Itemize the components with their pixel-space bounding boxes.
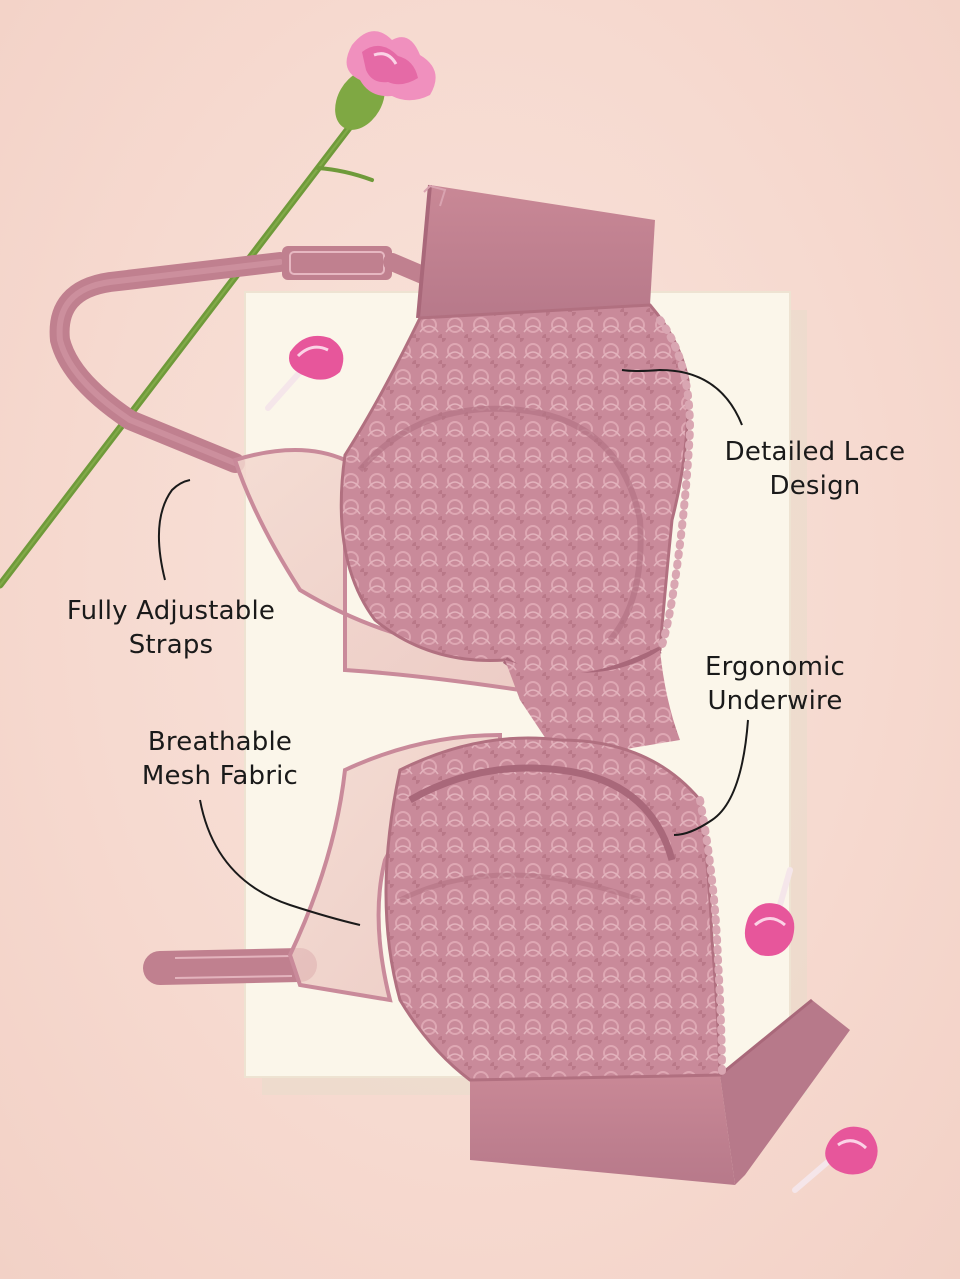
callout-breathable-mesh: Breathable Mesh Fabric bbox=[120, 725, 320, 793]
callout-underwire-line1: Ergonomic bbox=[704, 652, 846, 682]
petal-1 bbox=[265, 335, 344, 411]
callout-lace-line2: Design bbox=[769, 471, 861, 501]
lower-cup-lace bbox=[386, 738, 720, 1080]
callout-arrow-lace bbox=[621, 368, 743, 426]
callout-lace-line1: Detailed Lace bbox=[724, 437, 906, 467]
callout-straps-line1: Fully Adjustable bbox=[66, 596, 276, 626]
callout-arrow-underwire bbox=[673, 719, 749, 836]
callout-underwire-line2: Underwire bbox=[707, 686, 843, 716]
carnation-flower bbox=[0, 31, 436, 589]
upper-band bbox=[416, 184, 655, 319]
callout-straps-line2: Straps bbox=[128, 630, 214, 660]
center-gore bbox=[505, 650, 680, 760]
callout-arrow-straps bbox=[157, 479, 191, 581]
upper-cup-lace bbox=[341, 305, 689, 683]
callout-arrow-mesh bbox=[199, 799, 361, 926]
callout-detailed-lace: Detailed Lace Design bbox=[700, 435, 930, 503]
petal-2 bbox=[744, 867, 795, 956]
callout-ergonomic-underwire: Ergonomic Underwire bbox=[680, 650, 870, 718]
lower-band bbox=[470, 998, 850, 1185]
bottom-strap bbox=[143, 948, 317, 985]
callout-mesh-line2: Mesh Fabric bbox=[141, 761, 299, 791]
left-strap bbox=[49, 246, 434, 473]
petal-3 bbox=[792, 1126, 878, 1193]
callout-adjustable-straps: Fully Adjustable Straps bbox=[46, 594, 296, 662]
callout-mesh-line1: Breathable bbox=[147, 727, 293, 757]
